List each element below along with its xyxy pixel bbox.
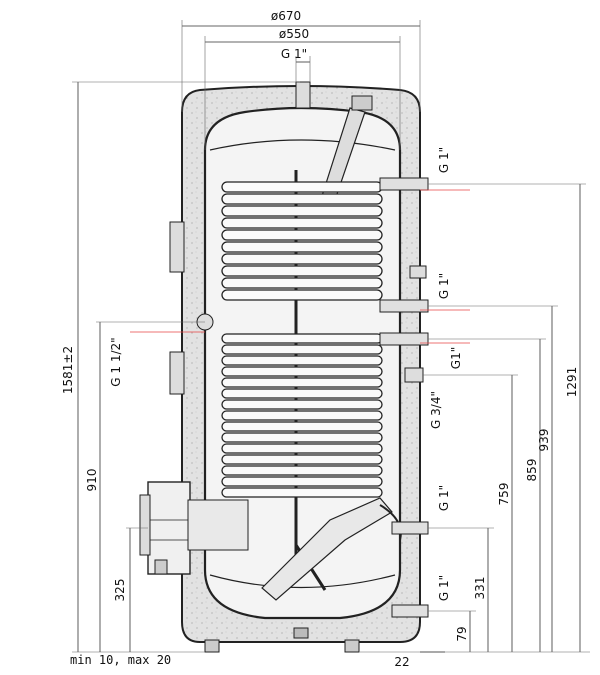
base-foot-right xyxy=(344,639,360,653)
left-dimensions xyxy=(72,81,300,653)
bottom-dome xyxy=(209,574,396,589)
label-bottom-height: 325 xyxy=(113,579,127,602)
dimension-labels: ø670 ø550 G 1" 1581±2 910 G 1 1/2" 325 m… xyxy=(61,9,579,669)
label-heater-connection: G 1 1/2" xyxy=(109,337,123,386)
side-fittings xyxy=(169,221,427,395)
lower-heater-pipe xyxy=(261,497,402,601)
label-h-939: 939 xyxy=(537,429,551,452)
left-sensor-lower xyxy=(169,351,185,395)
coil-loop xyxy=(221,377,383,388)
coil-loop xyxy=(221,476,383,487)
coil-loop xyxy=(221,205,383,217)
coil-loop xyxy=(221,366,383,377)
label-top-connection: G 1" xyxy=(281,47,307,61)
drain-port xyxy=(293,627,309,639)
upper-heating-coil xyxy=(221,181,383,301)
lower-heating-coil xyxy=(221,333,383,498)
label-conn-upper-coil-out: G 1" xyxy=(437,273,451,299)
label-h-759: 759 xyxy=(497,483,511,506)
right-dimensions xyxy=(360,183,590,653)
label-conn-lower-coil-in: G 1" xyxy=(437,575,451,601)
label-side-offset: 22 xyxy=(394,655,409,669)
left-sensor-upper xyxy=(169,221,185,273)
coil-loop xyxy=(221,454,383,465)
label-clearance: min 10, max 20 xyxy=(70,653,171,667)
right-nozzles xyxy=(379,177,429,618)
label-conn-upper-coil-in: G 1" xyxy=(437,147,451,173)
label-h-859: 859 xyxy=(525,459,539,482)
label-outer-diameter: ø670 xyxy=(271,9,301,23)
label-h-1291: 1291 xyxy=(565,367,579,398)
label-inner-diameter: ø550 xyxy=(279,27,309,41)
coil-loop xyxy=(221,277,383,289)
coil-loop xyxy=(221,344,383,355)
label-total-height: 1581±2 xyxy=(61,346,75,394)
coil-loop xyxy=(221,487,383,498)
right-sensor xyxy=(409,265,427,279)
label-conn-lower-coil-out: G 1" xyxy=(437,485,451,511)
circulation-stub xyxy=(404,367,424,383)
coil-loop xyxy=(221,410,383,421)
coil-loop xyxy=(221,333,383,344)
label-h-331: 331 xyxy=(473,577,487,600)
coil-loop xyxy=(221,181,383,193)
coil-loop xyxy=(221,355,383,366)
coil-loop xyxy=(221,265,383,277)
base-foot-left xyxy=(204,639,220,653)
label-flange-height: 910 xyxy=(85,469,99,492)
top-dome xyxy=(209,139,396,151)
heater-flange xyxy=(139,481,249,575)
coil-loop xyxy=(221,193,383,205)
label-conn-sensor: G1" xyxy=(449,347,463,369)
coil-loop xyxy=(221,229,383,241)
coil-loop xyxy=(221,289,383,301)
coil-loop xyxy=(221,399,383,410)
coil-loop xyxy=(221,432,383,443)
coil-loop xyxy=(221,253,383,265)
label-h-79: 79 xyxy=(455,626,469,641)
top-connection xyxy=(295,81,311,109)
coil-loop xyxy=(221,465,383,476)
coil-loop xyxy=(221,388,383,399)
label-conn-circulation: G 3/4" xyxy=(429,391,443,429)
coil-loop xyxy=(221,241,383,253)
top-dimensions xyxy=(181,20,421,150)
coil-loop xyxy=(221,421,383,432)
coil-loop xyxy=(221,443,383,454)
coil-loop xyxy=(221,217,383,229)
